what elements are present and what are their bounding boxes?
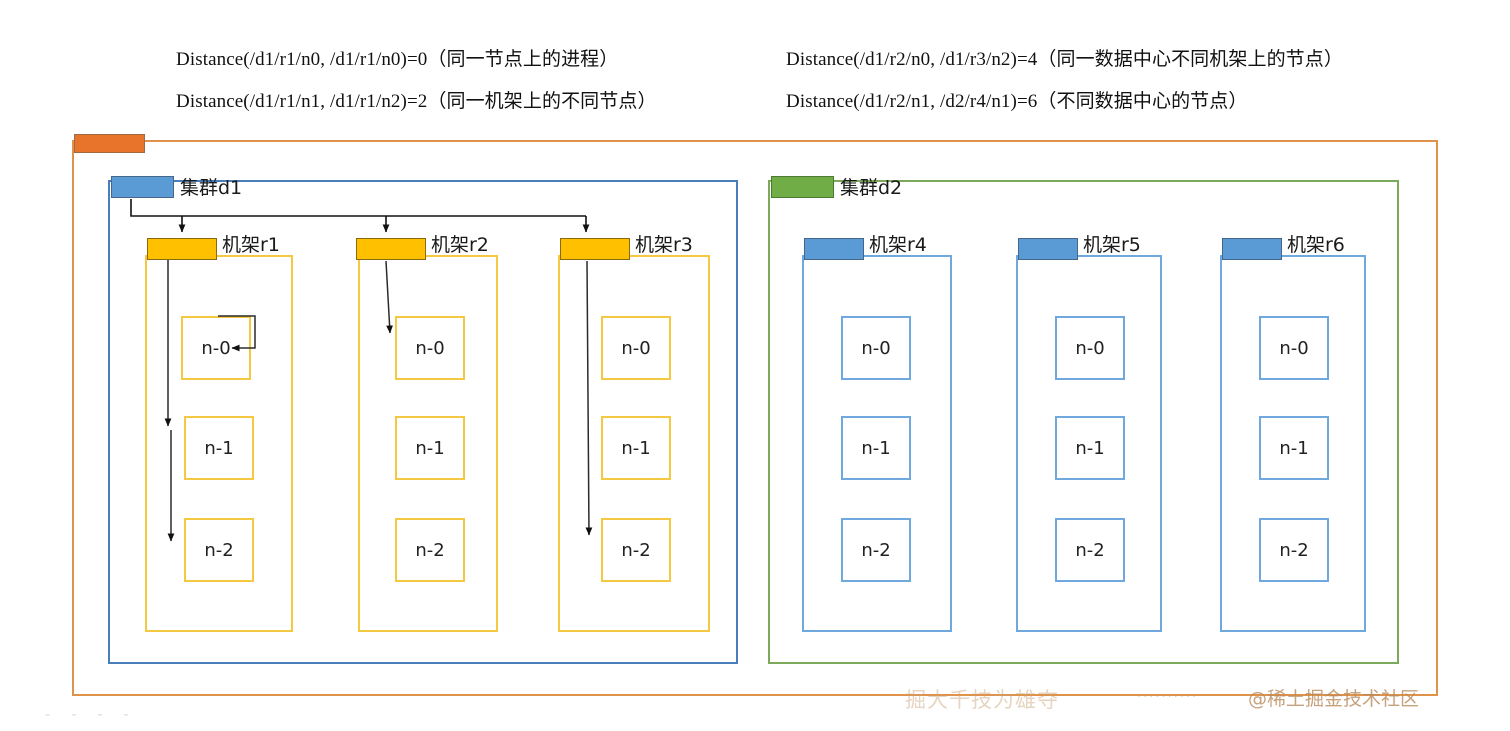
rack-r3-container [558,255,710,632]
rack-r5-container [1016,255,1162,632]
rack-r6-container [1220,255,1366,632]
node-d2-r5-n1: n-1 [1055,416,1125,480]
node-d2-r5-n0: n-0 [1055,316,1125,380]
node-d1-r3-n0: n-0 [601,316,671,380]
node-d1-r1-n2: n-2 [184,518,254,582]
watermark-dots: ·········· [1137,690,1199,705]
cluster-d2-container [768,180,1399,664]
node-d1-r1-n0: n-0 [181,316,251,380]
watermark-bottom-left: - - - - [45,705,137,723]
node-d1-r2-n2: n-2 [395,518,465,582]
rack-r1-label: 机架r1 [222,234,280,256]
distance-formula-4: Distance(/d1/r2/n1, /d2/r4/n1)=6（不同数据中心的… [786,91,1248,112]
distance-formula-3: Distance(/d1/r2/n0, /d1/r3/n2)=4（同一数据中心不… [786,49,1343,70]
node-d2-r4-n0: n-0 [841,316,911,380]
node-d1-r3-n2: n-2 [601,518,671,582]
node-d2-r6-n1: n-1 [1259,416,1329,480]
rack-r5-tab [1018,238,1078,260]
node-d2-r5-n2: n-2 [1055,518,1125,582]
rack-r2-label: 机架r2 [431,234,489,256]
node-d2-r6-n2: n-2 [1259,518,1329,582]
watermark-brand: @稀土掘金技术社区 [1248,688,1420,710]
rack-r6-label: 机架r6 [1287,234,1345,256]
rack-r3-label: 机架r3 [635,234,693,256]
rack-r4-tab [804,238,864,260]
node-d1-r3-n1: n-1 [601,416,671,480]
cluster-d1-label: 集群d1 [180,177,243,199]
rack-r5-label: 机架r5 [1083,234,1141,256]
cluster-d2-label: 集群d2 [840,177,903,199]
watermark-text: 掘大千技为雄夺 [905,688,1059,712]
cluster-d1-tab [111,176,174,198]
rack-r1-tab [147,238,217,260]
distance-formula-2: Distance(/d1/r1/n1, /d1/r1/n2)=2（同一机架上的不… [176,91,657,112]
rack-r3-tab [560,238,630,260]
node-d2-r4-n1: n-1 [841,416,911,480]
outer-container [72,140,1438,696]
rack-r2-container [358,255,498,632]
node-d1-r1-n1: n-1 [184,416,254,480]
node-d2-r6-n0: n-0 [1259,316,1329,380]
cluster-d1-container [108,180,738,664]
cluster-d2-tab [771,176,834,198]
node-d2-r4-n2: n-2 [841,518,911,582]
rack-r2-tab [356,238,426,260]
node-d1-r2-n1: n-1 [395,416,465,480]
outer-container-tab [74,134,145,153]
node-d1-r2-n0: n-0 [395,316,465,380]
rack-r4-container [802,255,952,632]
rack-r4-label: 机架r4 [869,234,927,256]
distance-formula-1: Distance(/d1/r1/n0, /d1/r1/n0)=0（同一节点上的进… [176,49,619,70]
rack-r6-tab [1222,238,1282,260]
rack-r1-container [145,255,293,632]
